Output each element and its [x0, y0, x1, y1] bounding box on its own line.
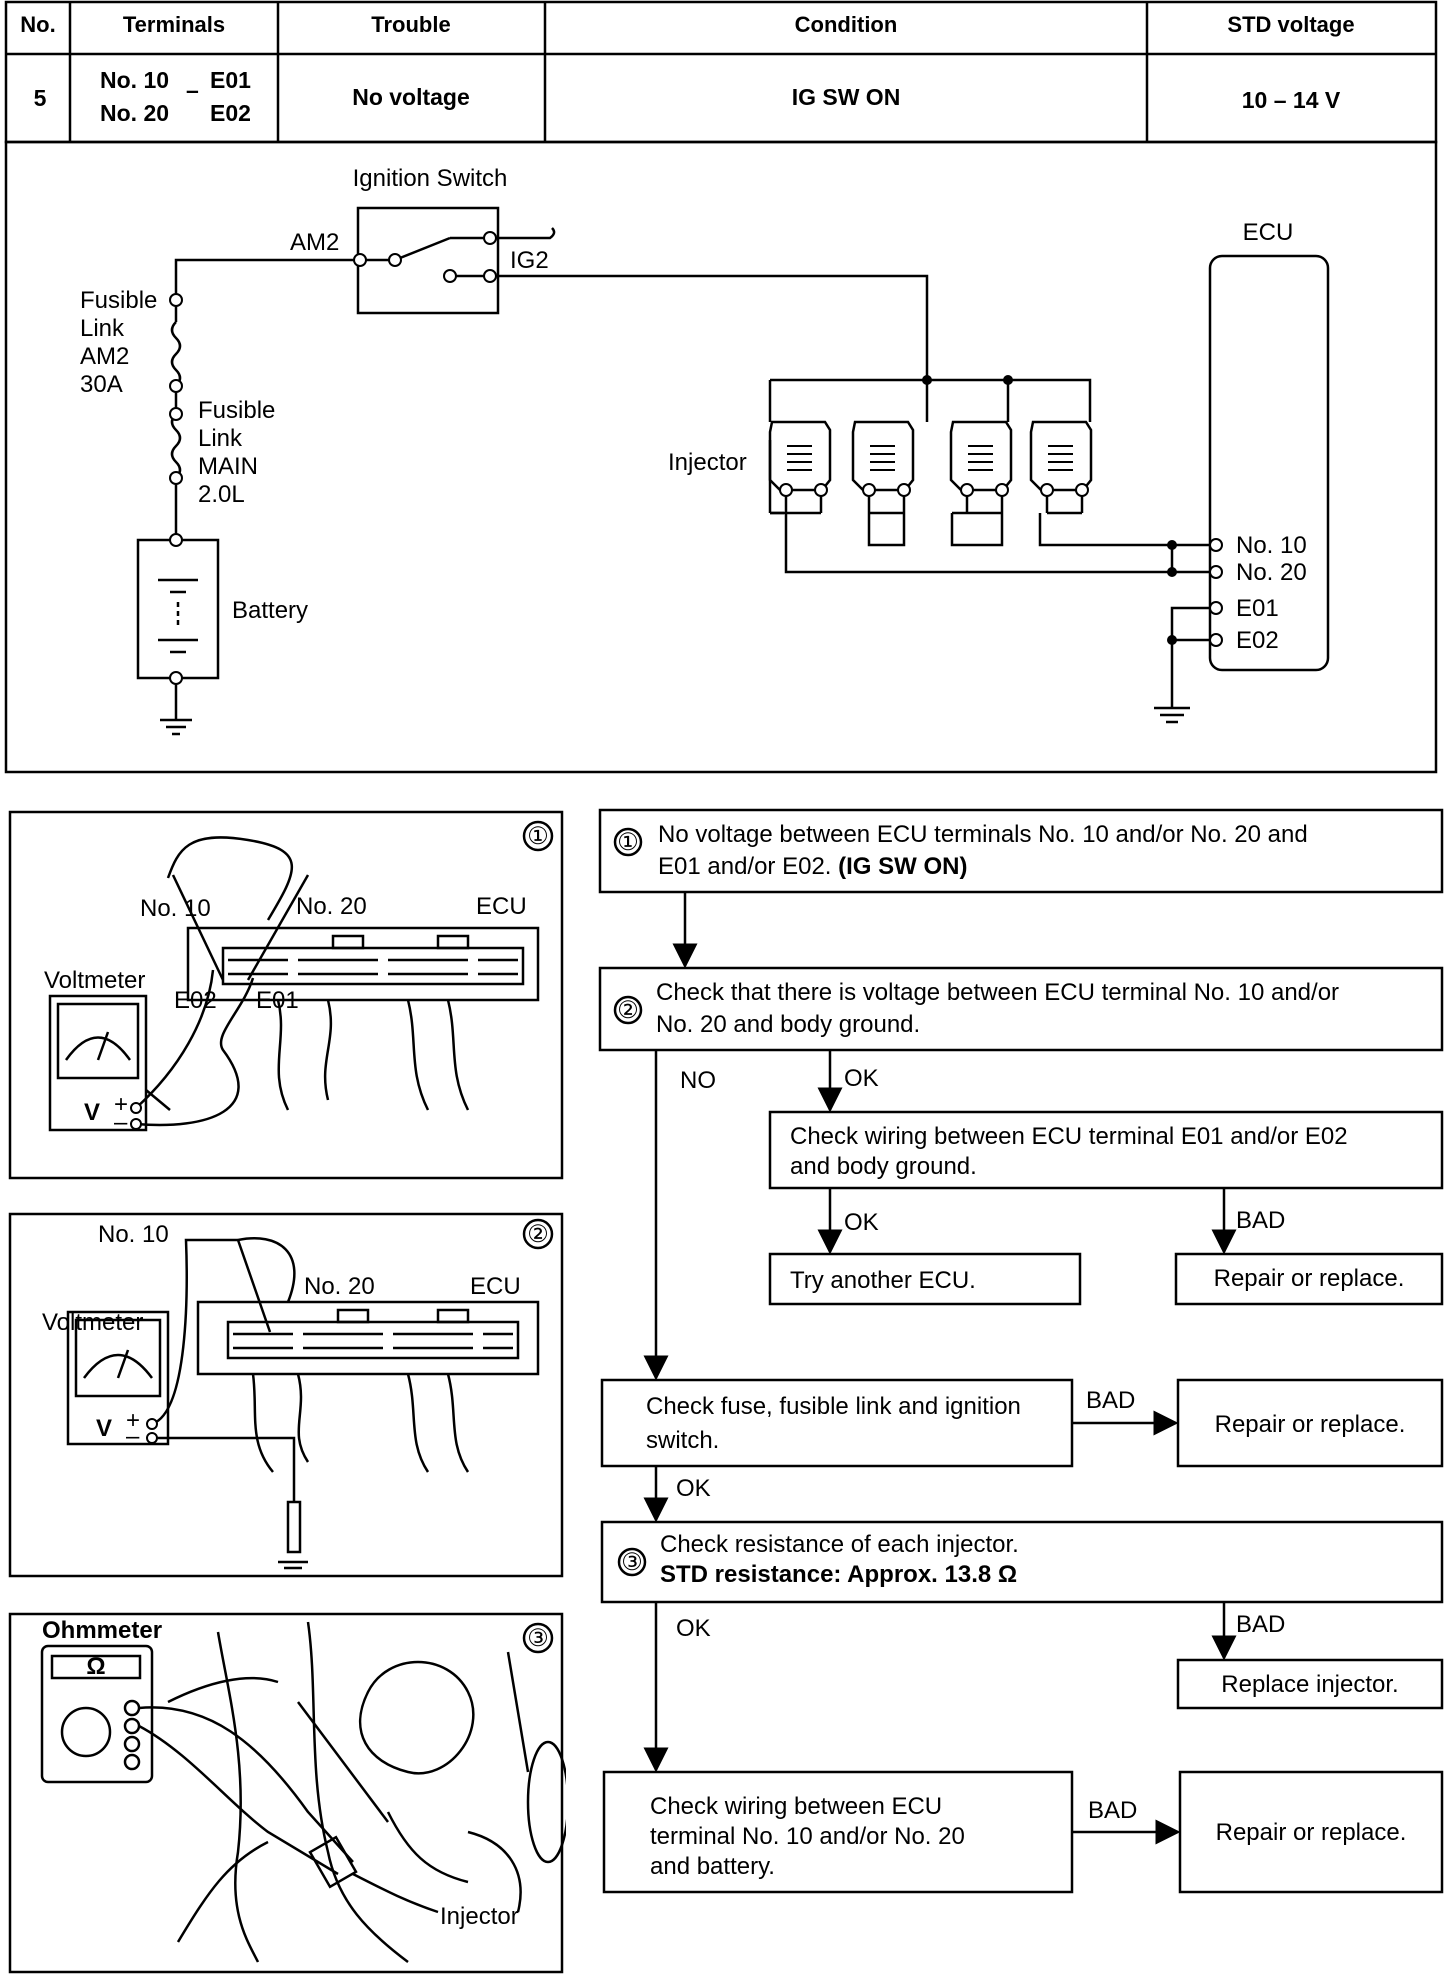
fig1-no20-label: No. 20 — [296, 893, 367, 920]
row-no: 5 — [34, 85, 47, 111]
battery-wiring-line3: and battery. — [650, 1853, 775, 1880]
fuse-text-line2: switch. — [646, 1427, 719, 1454]
fig1-e01-label: E01 — [256, 987, 299, 1014]
step2-no-label: NO — [680, 1067, 716, 1094]
row-std-voltage: 10 – 14 V — [1242, 87, 1341, 113]
step3-ok-label: OK — [676, 1615, 711, 1642]
fusible-am2-line2: Link — [80, 315, 125, 342]
fig3-ohmmeter-label: Ohmmeter — [42, 1617, 162, 1644]
step1-text-line1: No voltage between ECU terminals No. 10 … — [658, 821, 1308, 848]
step1-condition: (IG SW ON) — [838, 853, 967, 880]
fig2-plus: + — [126, 1407, 140, 1434]
fusible-am2-line4: 30A — [80, 371, 123, 398]
fig2-v-label: V — [96, 1415, 112, 1442]
injector-label: Injector — [668, 449, 747, 476]
fusible-main-line2: Link — [198, 425, 243, 452]
figure-2: ② No. 10 No. 20 ECU Voltmeter V + – — [8, 1212, 564, 1578]
fig3-number: ③ — [527, 1625, 549, 1652]
fig1-minus: – — [114, 1109, 128, 1136]
step2-box — [598, 966, 1444, 1052]
fig2-no20-label: No. 20 — [304, 1273, 375, 1300]
fuse-ok-label: OK — [676, 1475, 711, 1502]
terminal-e02: E02 — [210, 100, 251, 126]
fig1-no10-label: No. 10 — [140, 895, 211, 922]
troubleshooting-flowchart: ① No voltage between ECU terminals No. 1… — [598, 808, 1444, 1894]
fusible-am2-line1: Fusible — [80, 287, 157, 314]
fig2-minus: – — [126, 1423, 140, 1450]
header-no: No. — [20, 12, 55, 37]
step1-text-line2a: E01 and/or E02. — [658, 853, 838, 880]
step3-box — [600, 1520, 1444, 1604]
repair1-box — [1174, 1252, 1444, 1306]
step2-ok-label: OK — [844, 1065, 879, 1092]
step1-box — [598, 808, 1444, 894]
step3-bad-label: BAD — [1236, 1611, 1285, 1638]
header-trouble: Trouble — [371, 12, 450, 37]
battery-wiring-line2: terminal No. 10 and/or No. 20 — [650, 1823, 965, 1850]
replace-injector-box — [1176, 1658, 1444, 1710]
fig3-injector-label: Injector — [440, 1903, 519, 1930]
wiring-bad-label: BAD — [1236, 1207, 1285, 1234]
repair3-text: Repair or replace. — [1216, 1819, 1407, 1846]
battery-wiring-line1: Check wiring between ECU — [650, 1793, 942, 1820]
fig2-no10-label: No. 10 — [98, 1221, 169, 1248]
fig1-e02-label: E02 — [174, 987, 217, 1014]
terminal-e01: E01 — [210, 67, 251, 93]
step3-text-line2: STD resistance: Approx. 13.8 Ω — [660, 1561, 1017, 1588]
replace-injector-text: Replace injector. — [1221, 1671, 1398, 1698]
ecu-terminal-e01: E01 — [1236, 595, 1279, 622]
fig1-v-label: V — [84, 1099, 100, 1126]
terminal-no10: No. 10 — [100, 67, 169, 93]
ig2-label: IG2 — [510, 247, 549, 274]
header-terminals: Terminals — [123, 12, 225, 37]
spec-table: No. Terminals Trouble Condition STD volt… — [4, 0, 1438, 144]
step1-text-line2: E01 and/or E02. (IG SW ON) — [658, 853, 967, 880]
wiring-ground-line1: Check wiring between ECU terminal E01 an… — [790, 1123, 1348, 1150]
ignition-switch-label: Ignition Switch — [353, 165, 508, 192]
fig2-number: ② — [527, 1221, 549, 1248]
repair1-text: Repair or replace. — [1214, 1265, 1405, 1292]
header-condition: Condition — [795, 12, 898, 37]
battery-bad-label: BAD — [1088, 1797, 1137, 1824]
terminal-dash: – — [186, 77, 199, 103]
fusible-main-line4: 2.0L — [198, 481, 245, 508]
fig2-ecu-label: ECU — [470, 1273, 521, 1300]
circuit-diagram: Ignition Switch AM2 IG2 Fusible Link AM2… — [4, 140, 1438, 774]
fusible-main-line3: MAIN — [198, 453, 258, 480]
terminal-no20: No. 20 — [100, 100, 169, 126]
fig1-voltmeter-label: Voltmeter — [44, 967, 145, 994]
step3-text-line1: Check resistance of each injector. — [660, 1531, 1019, 1558]
step1-number: ① — [617, 829, 639, 856]
battery-label: Battery — [232, 597, 308, 624]
ecu-terminal-no10: No. 10 — [1236, 532, 1307, 559]
fusible-am2-line3: AM2 — [80, 343, 129, 370]
ecu-label: ECU — [1243, 219, 1294, 246]
step2-text-line1: Check that there is voltage between ECU … — [656, 979, 1339, 1006]
header-std-voltage: STD voltage — [1227, 12, 1354, 37]
row-trouble: No voltage — [352, 84, 470, 110]
fig2-voltmeter-label: Voltmeter — [42, 1309, 143, 1336]
repair2-text: Repair or replace. — [1215, 1411, 1406, 1438]
fuse-bad-label: BAD — [1086, 1387, 1135, 1414]
fuse-text-line1: Check fuse, fusible link and ignition — [646, 1393, 1021, 1420]
ecu-terminal-e02: E02 — [1236, 627, 1279, 654]
wiring-ground-box — [768, 1110, 1444, 1190]
figure-3: ③ Ohmmeter Ω Injector — [8, 1612, 566, 1974]
wiring-ok-label: OK — [844, 1209, 879, 1236]
ecu-terminal-no20: No. 20 — [1236, 559, 1307, 586]
step2-text-line2: No. 20 and body ground. — [656, 1011, 920, 1038]
fig1-number: ① — [527, 823, 549, 850]
step3-number: ③ — [621, 1549, 643, 1576]
step2-number: ② — [617, 997, 639, 1024]
am2-label: AM2 — [290, 229, 339, 256]
fusible-main-line1: Fusible — [198, 397, 275, 424]
fig1-plus: + — [114, 1091, 128, 1118]
fig1-ecu-label: ECU — [476, 893, 527, 920]
try-ecu-box — [768, 1252, 1082, 1306]
row-condition: IG SW ON — [792, 84, 901, 110]
try-ecu-text: Try another ECU. — [790, 1267, 976, 1294]
fig3-omega-symbol: Ω — [86, 1653, 105, 1680]
wiring-ground-line2: and body ground. — [790, 1153, 977, 1180]
figure-1: ① No. 10 No. 20 ECU Voltmeter E02 E01 V … — [8, 810, 564, 1180]
